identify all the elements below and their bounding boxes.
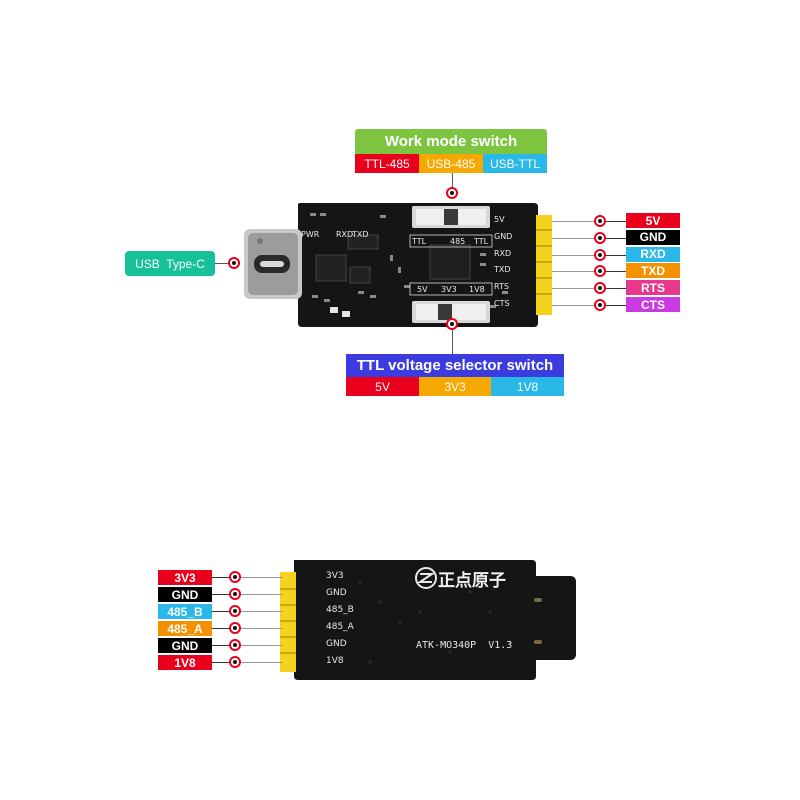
front-pin-marker-cts xyxy=(594,299,606,311)
front-pin-leader xyxy=(606,221,626,222)
silk-led-pwr: PWR xyxy=(301,230,320,239)
back-pin-marker-gnd-4 xyxy=(229,639,241,651)
back-pin-wire xyxy=(241,645,283,646)
back-pin-leader xyxy=(212,611,230,612)
work-mode-title: Work mode switch xyxy=(355,129,547,154)
back-silk-pin-485-a-3: 485_A xyxy=(326,622,354,632)
front-pin-leader xyxy=(606,254,626,256)
back-pcb xyxy=(280,560,576,680)
front-pin-marker-rts xyxy=(594,282,606,295)
back-pin-wire xyxy=(241,662,283,663)
back-silk-pin-1v8-5: 1V8 xyxy=(326,656,344,666)
work-mode-option-ttl-485: TTL-485 xyxy=(355,154,419,173)
back-silk-pin-3v3-0: 3V3 xyxy=(326,571,344,581)
back-pin-tag-3v3-0: 3V3 xyxy=(158,570,212,585)
usb-marker xyxy=(228,257,240,269)
back-pin-tag-485-a-3: 485_A xyxy=(158,621,212,636)
back-silk-pin-gnd-1: GND xyxy=(326,588,347,598)
front-pin-tag-cts: CTS xyxy=(626,297,680,312)
usb-type-c-label: USB Type-C xyxy=(125,251,215,276)
back-pin-marker-485-a-3 xyxy=(229,622,241,634)
ttl-voltage-option-3v3: 3V3 xyxy=(419,377,491,396)
front-silk-pin-gnd: GND xyxy=(494,231,513,241)
back-pin-marker-3v3-0 xyxy=(229,571,241,583)
back-pin-tag-485-b-2: 485_B xyxy=(158,604,212,619)
back-pin-wire xyxy=(241,577,283,578)
front-board-diagram: Work mode switch TTL-485 USB-485 USB-TTL… xyxy=(125,129,680,396)
front-pin-tag-rts: RTS xyxy=(626,280,680,296)
front-pin-tag-rxd: RXD xyxy=(626,246,680,262)
back-pin-marker-485-b-2 xyxy=(229,605,241,617)
front-pin-tag-5v: 5V xyxy=(626,213,680,228)
front-pin-wire xyxy=(552,305,594,306)
front-pin-leader xyxy=(606,237,626,239)
front-pin-marker-5v xyxy=(594,215,606,227)
work-mode-option-usb-485: USB-485 xyxy=(419,154,483,173)
usb-leader xyxy=(215,263,229,264)
front-pin-wire xyxy=(552,271,594,273)
ttl-voltage-option-5v: 5V xyxy=(346,377,419,396)
front-silk-pin-txd: TXD xyxy=(494,265,511,275)
back-pin-tag-gnd-4: GND xyxy=(158,638,212,653)
work-mode-title-text: Work mode switch xyxy=(384,133,518,150)
back-pin-marker-gnd-1 xyxy=(229,588,241,600)
back-pin-leader xyxy=(212,628,230,629)
front-pin-wire xyxy=(552,288,594,290)
work-mode-option-usb-ttl: USB-TTL xyxy=(483,154,547,173)
model-number: ATK-MO340P V1.3 xyxy=(416,640,513,651)
front-silk-pin-rts: RTS xyxy=(494,282,509,292)
front-pin-wire xyxy=(552,254,594,256)
back-silk-pin-gnd-4: GND xyxy=(326,639,347,649)
ttl-voltage-leader xyxy=(452,322,453,354)
front-pin-leader xyxy=(606,305,626,306)
back-pin-marker-1v8-5 xyxy=(229,656,241,668)
front-silk-pin-rxd: RXD xyxy=(494,248,512,258)
silk-mode-ttl-right: TTL xyxy=(474,237,489,246)
front-pin-marker-rxd xyxy=(594,248,606,261)
front-silk-pin-5v: 5V xyxy=(494,215,505,224)
front-pin-marker-txd xyxy=(594,265,606,278)
work-mode-leader xyxy=(452,173,453,193)
front-pcb xyxy=(244,203,552,327)
back-silk-pin-485-b-2: 485_B xyxy=(326,605,354,615)
silk-volt-3v3: 3V3 xyxy=(441,285,457,294)
ttl-voltage-title-text: TTL voltage selector switch xyxy=(356,357,554,374)
silk-mode-485: 485 xyxy=(450,237,466,246)
back-pin-wire xyxy=(241,594,283,595)
ttl-voltage-option-1v8: 1V8 xyxy=(491,377,564,396)
front-pin-leader xyxy=(606,288,626,290)
silk-mode-ttl-left: TTL xyxy=(412,237,427,246)
front-pin-tag-txd: TXD xyxy=(626,263,680,279)
front-pin-marker-gnd xyxy=(594,231,606,244)
work-mode-marker xyxy=(446,187,458,199)
front-pin-wire xyxy=(552,221,594,222)
front-silk-pin-cts: CTS xyxy=(494,299,510,308)
back-pin-leader xyxy=(212,662,230,663)
silk-led-rxd: RXD xyxy=(336,230,354,239)
back-pin-tag-gnd-1: GND xyxy=(158,587,212,602)
front-pin-wire xyxy=(552,237,594,239)
back-pin-wire xyxy=(241,611,283,612)
back-pin-leader xyxy=(212,594,230,595)
back-pin-leader xyxy=(212,645,230,646)
brand-logo-text: 正点原子 xyxy=(438,571,506,591)
back-pin-leader xyxy=(212,577,230,578)
ttl-voltage-title: TTL voltage selector switch xyxy=(346,354,564,377)
back-pin-tag-1v8-5: 1V8 xyxy=(158,655,212,670)
silk-led-txd: TXD xyxy=(352,230,369,239)
back-pin-wire xyxy=(241,628,283,629)
front-pin-leader xyxy=(606,271,626,273)
front-pin-tag-gnd: GND xyxy=(626,229,680,245)
silk-volt-1v8: 1V8 xyxy=(469,285,485,294)
ttl-voltage-marker xyxy=(446,318,458,330)
silk-volt-5v: 5V xyxy=(417,285,428,294)
